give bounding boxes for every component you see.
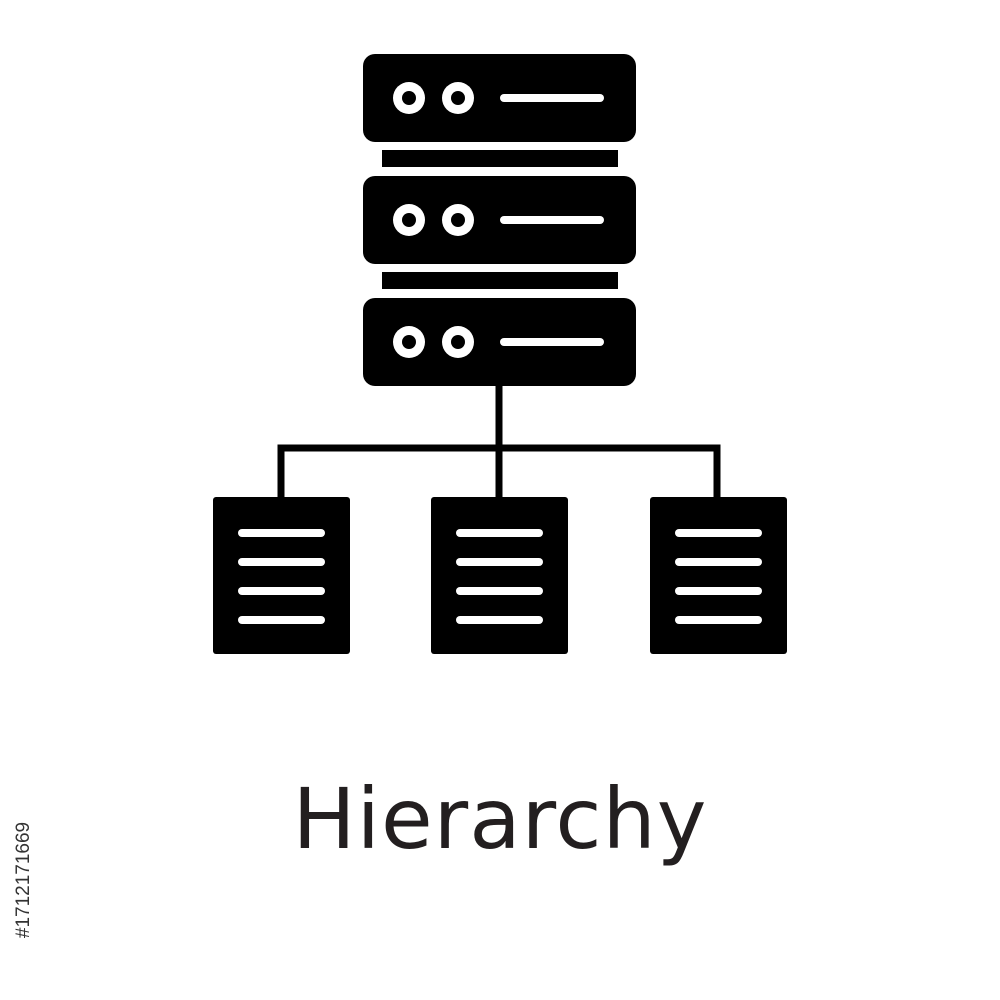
document-icon (213, 497, 350, 654)
server-unit-middle (363, 176, 636, 264)
connector-lines (277, 386, 721, 500)
server-hierarchy-icon (213, 54, 787, 654)
server-stack-icon (363, 54, 636, 386)
rack-spacer (382, 272, 618, 289)
server-slots (500, 94, 604, 346)
document-icon (431, 497, 568, 654)
icon-caption: Hierarchy (292, 770, 708, 868)
server-indicator-centers (402, 91, 465, 349)
stock-id-label: #1712171669 (4, 765, 44, 995)
rack-spacer (382, 150, 618, 167)
document-icon (650, 497, 787, 654)
server-unit-top (363, 54, 636, 142)
stock-id-text: #1712171669 (13, 821, 34, 939)
server-unit-bottom (363, 298, 636, 386)
